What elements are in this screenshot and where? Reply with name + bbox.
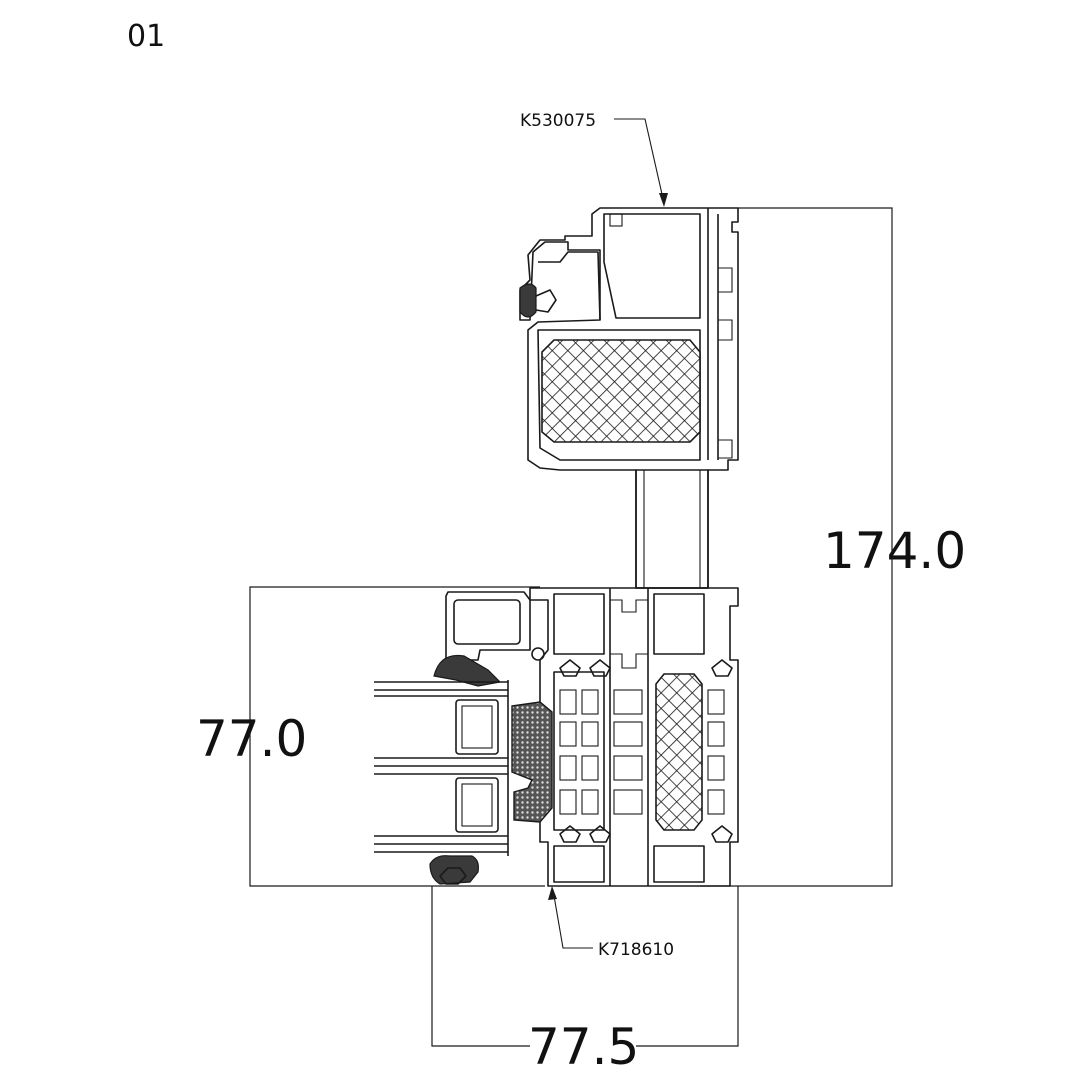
lower-frame-profile xyxy=(529,587,739,887)
dimension-frame-width-label: 77.5 xyxy=(528,1018,639,1076)
callout-bottom-profile: K718610 xyxy=(548,886,674,960)
figure-number: 01 xyxy=(127,19,165,54)
sash-glazing-bead xyxy=(433,591,545,687)
callout-top-profile-label: K530075 xyxy=(520,111,596,131)
dimension-frame-width: 77.5 xyxy=(431,886,739,1076)
glazing-unit xyxy=(374,680,553,856)
dimension-sash-height: 77.0 xyxy=(196,586,545,887)
dimension-overall-height-label: 174.0 xyxy=(823,522,966,580)
dimension-sash-height-label: 77.0 xyxy=(196,710,307,768)
bottom-gasket xyxy=(429,855,479,885)
dimension-overall-height: 174.0 xyxy=(700,207,966,887)
upper-frame-profile xyxy=(519,207,739,589)
callout-bottom-profile-label: K718610 xyxy=(598,940,674,960)
callout-top-profile: K530075 xyxy=(520,111,668,207)
